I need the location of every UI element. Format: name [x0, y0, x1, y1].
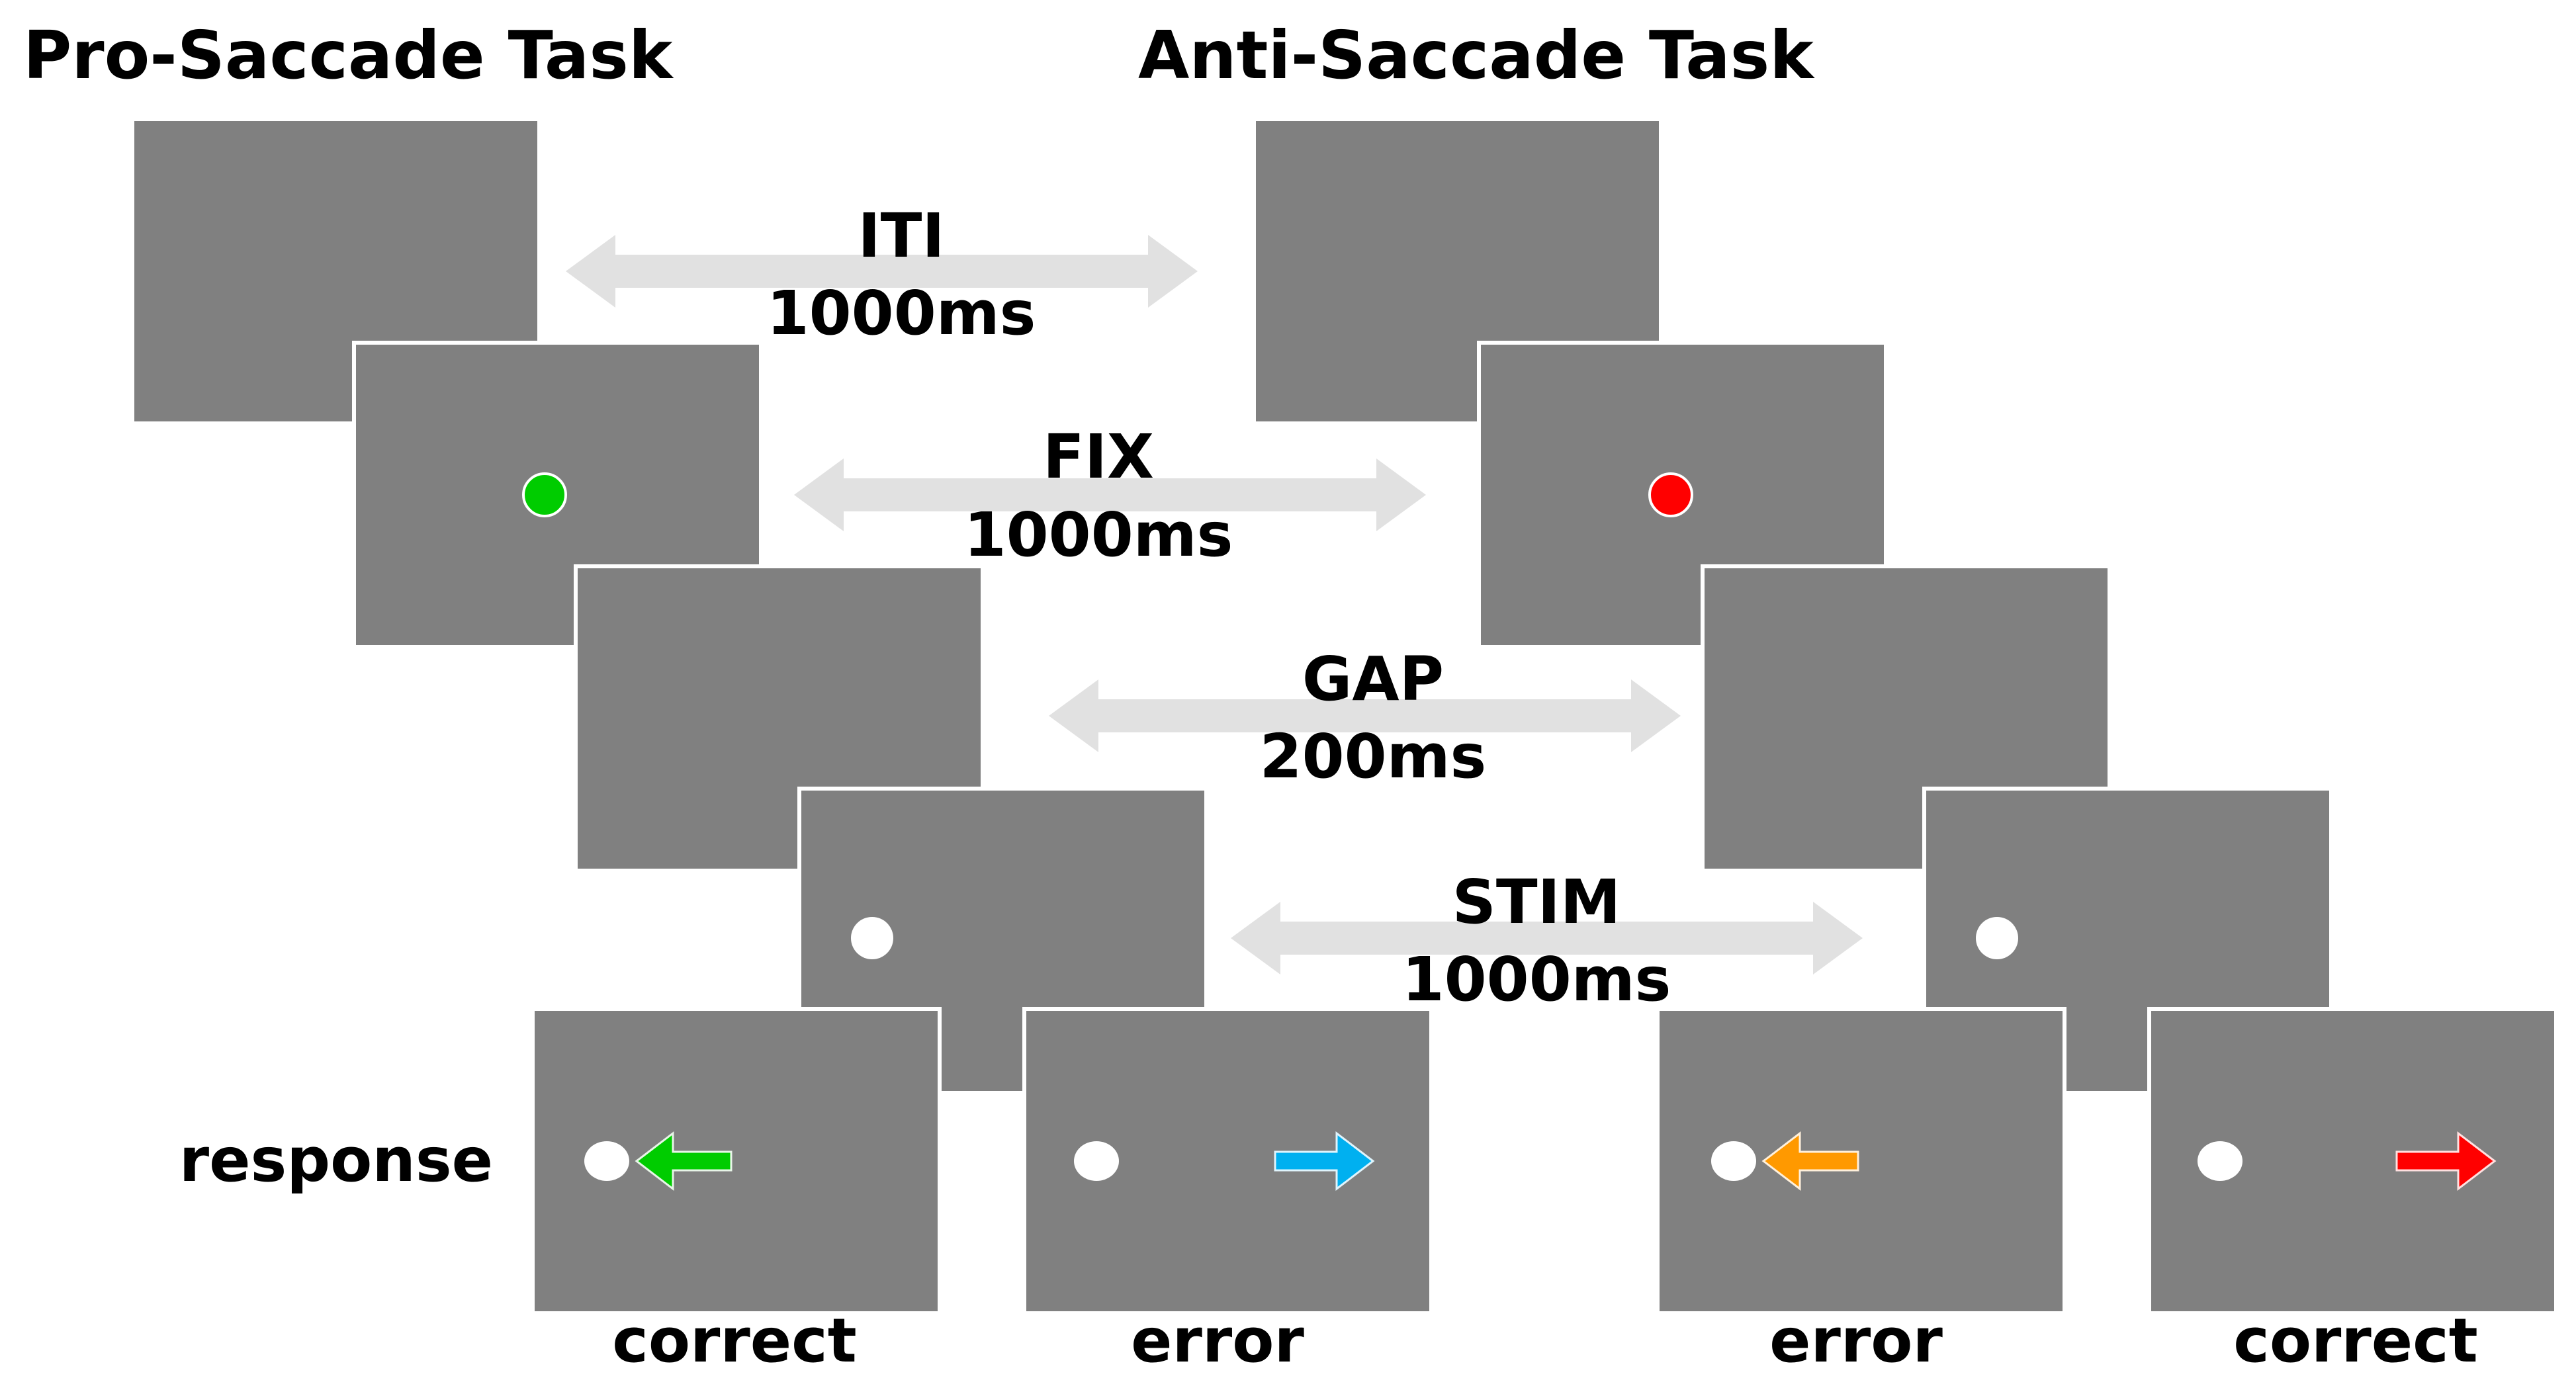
- pro-saccade-title: Pro-Saccade Task: [23, 17, 674, 94]
- pro-error-stimulus-dot-icon: [1074, 1141, 1119, 1181]
- iti-phase-name: ITI: [858, 200, 944, 271]
- anti-error-stimulus-dot-icon: [1711, 1141, 1756, 1181]
- fix-phase-duration: 1000ms: [964, 499, 1233, 570]
- gap-phase-duration: 200ms: [1260, 721, 1487, 792]
- anti-stimulus-dot-icon: [1976, 917, 2018, 959]
- iti-phase-duration: 1000ms: [767, 278, 1036, 349]
- pro-stimulus-dot-icon: [851, 917, 893, 959]
- blue-right-arrow-icon: [1274, 1131, 1375, 1191]
- anti-saccade-screens: [1252, 117, 2558, 1315]
- pro-correct-label: correct: [612, 1305, 856, 1376]
- gap-phase-name: GAP: [1302, 644, 1444, 715]
- gap-double-arrow-icon: [1049, 679, 1681, 752]
- outcome-labels: correct error error correct: [612, 1305, 2477, 1376]
- pro-error-label: error: [1131, 1305, 1304, 1376]
- anti-correct-label: correct: [2233, 1305, 2477, 1376]
- phase-labels: ITI 1000ms FIX 1000ms GAP 200ms STIM 100…: [767, 200, 1671, 1015]
- stim-phase-duration: 1000ms: [1402, 944, 1671, 1015]
- orange-left-arrow-icon: [1761, 1131, 1859, 1191]
- red-right-arrow-icon: [2395, 1131, 2497, 1191]
- anti-correct-stimulus-dot-icon: [2198, 1141, 2243, 1181]
- red-fixation-dot-icon: [1648, 472, 1693, 517]
- green-fixation-dot-icon: [522, 472, 567, 517]
- response-label: response: [179, 1125, 493, 1195]
- pro-correct-stimulus-dot-icon: [584, 1141, 629, 1181]
- anti-saccade-title: Anti-Saccade Task: [1138, 17, 1815, 94]
- fix-double-arrow-icon: [794, 458, 1426, 531]
- stim-phase-name: STIM: [1452, 867, 1621, 937]
- interval-arrows: [566, 235, 1863, 975]
- stim-double-arrow-icon: [1231, 902, 1863, 975]
- anti-error-label: error: [1769, 1305, 1943, 1376]
- pro-saccade-screens: [130, 117, 1433, 1315]
- fix-phase-name: FIX: [1043, 421, 1154, 492]
- green-left-arrow-icon: [635, 1131, 733, 1191]
- iti-double-arrow-icon: [566, 235, 1198, 308]
